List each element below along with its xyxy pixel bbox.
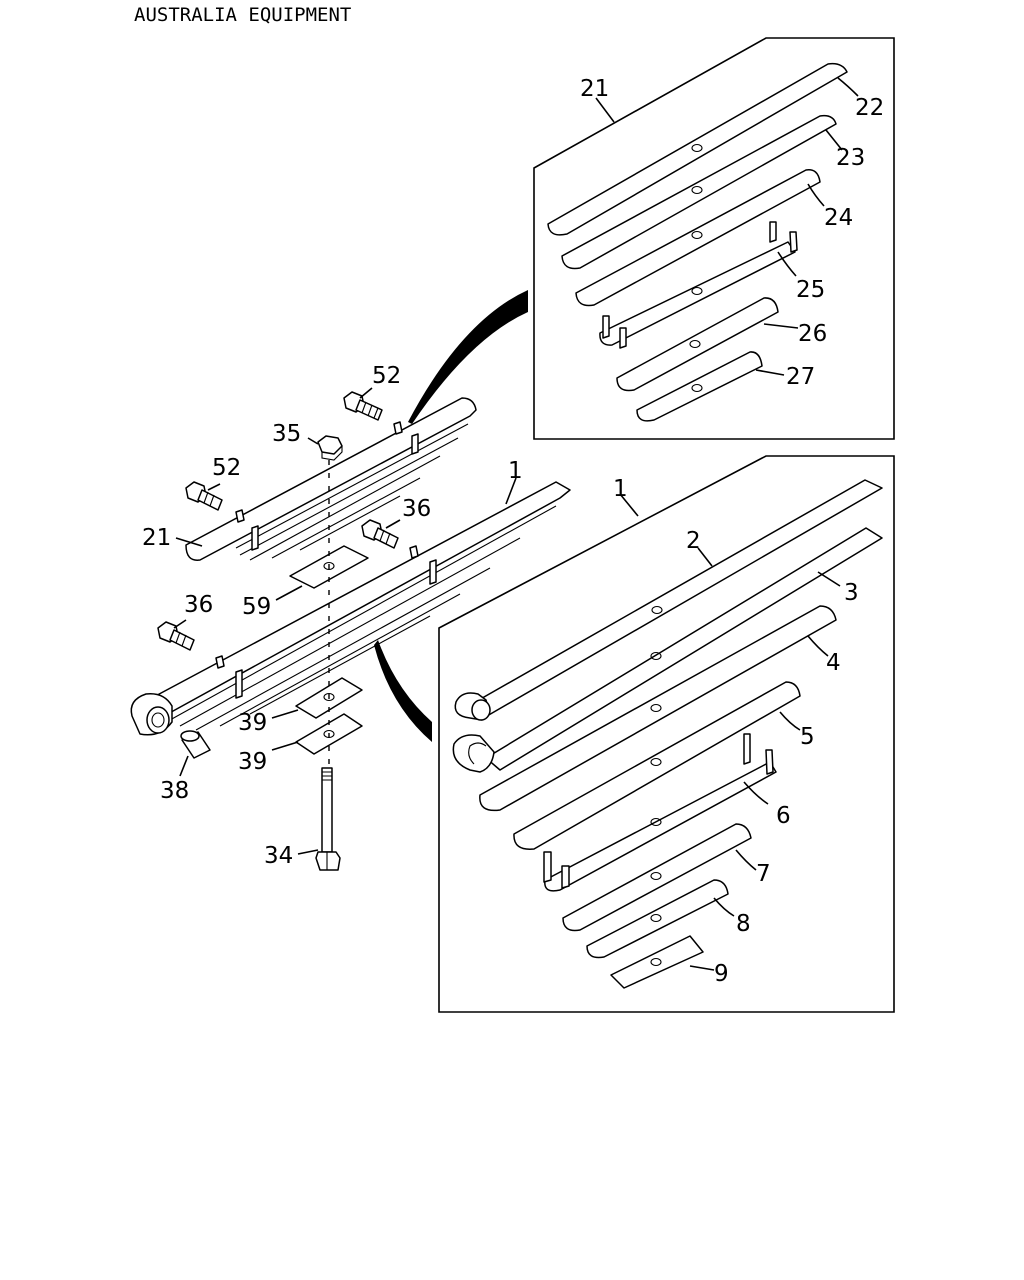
spring-eye bbox=[130, 693, 173, 736]
spring-pack-21 bbox=[185, 397, 477, 561]
inset-panel-lower bbox=[438, 455, 895, 1013]
leaf-4 bbox=[479, 605, 837, 812]
callout-36-lower: 36 bbox=[184, 592, 213, 618]
callout-52-upper: 52 bbox=[372, 363, 401, 389]
leaf-26 bbox=[616, 297, 779, 392]
inset-callout-3: 3 bbox=[844, 580, 859, 606]
leaf-22 bbox=[547, 62, 848, 236]
center-bolt-34 bbox=[315, 767, 341, 871]
main-assembly bbox=[130, 290, 571, 871]
callout-35: 35 bbox=[272, 421, 301, 447]
callout-36-upper: 36 bbox=[402, 496, 431, 522]
leaf-6 bbox=[544, 761, 777, 892]
inset-callout-7: 7 bbox=[756, 861, 771, 887]
inset-callout-23: 23 bbox=[836, 145, 865, 171]
bolt-36-lower bbox=[157, 621, 225, 669]
inset-callout-8: 8 bbox=[736, 911, 751, 937]
leaf-27 bbox=[636, 351, 763, 422]
connector-arc-upper bbox=[408, 290, 528, 424]
bolt-36-upper bbox=[361, 519, 419, 559]
leaf-23 bbox=[561, 114, 837, 270]
callout-59: 59 bbox=[242, 594, 271, 620]
callout-21: 21 bbox=[142, 525, 171, 551]
bolt-52-upper bbox=[343, 391, 403, 435]
inset-callout-25: 25 bbox=[796, 277, 825, 303]
inset-callout-9: 9 bbox=[714, 961, 729, 987]
callout-39-upper: 39 bbox=[238, 710, 267, 736]
callout-labels: 52 35 52 21 36 1 59 36 39 39 38 34 21 22… bbox=[142, 76, 884, 987]
inset-callout-26: 26 bbox=[798, 321, 827, 347]
inset-callout-5: 5 bbox=[800, 724, 815, 750]
inset-callout-22: 22 bbox=[855, 95, 884, 121]
nut-35 bbox=[317, 435, 343, 461]
inset-callout-21: 21 bbox=[580, 76, 609, 102]
inset-callout-4: 4 bbox=[826, 650, 841, 676]
leaf-8 bbox=[586, 879, 729, 959]
header-title: AUSTRALIA EQUIPMENT bbox=[134, 4, 351, 26]
leaf-3 bbox=[485, 527, 883, 771]
inset-callout-6: 6 bbox=[776, 803, 791, 829]
leaf-24 bbox=[575, 169, 821, 307]
inset-callout-2: 2 bbox=[686, 528, 701, 554]
bushing-38 bbox=[180, 730, 211, 759]
inset-callout-27: 27 bbox=[786, 364, 815, 390]
connector-arc-lower bbox=[374, 640, 432, 742]
inset-callout-1: 1 bbox=[613, 476, 628, 502]
callout-39-lower: 39 bbox=[238, 749, 267, 775]
leaf-25 bbox=[599, 241, 796, 346]
callout-52-lower: 52 bbox=[212, 455, 241, 481]
inset-callout-24: 24 bbox=[824, 205, 853, 231]
inset-panel-upper bbox=[533, 37, 895, 440]
callout-34: 34 bbox=[264, 843, 293, 869]
callout-38: 38 bbox=[160, 778, 189, 804]
callout-1: 1 bbox=[508, 458, 523, 484]
leaf-7 bbox=[562, 823, 752, 932]
bolt-52-lower bbox=[185, 481, 245, 523]
leaf-9 bbox=[610, 935, 704, 989]
